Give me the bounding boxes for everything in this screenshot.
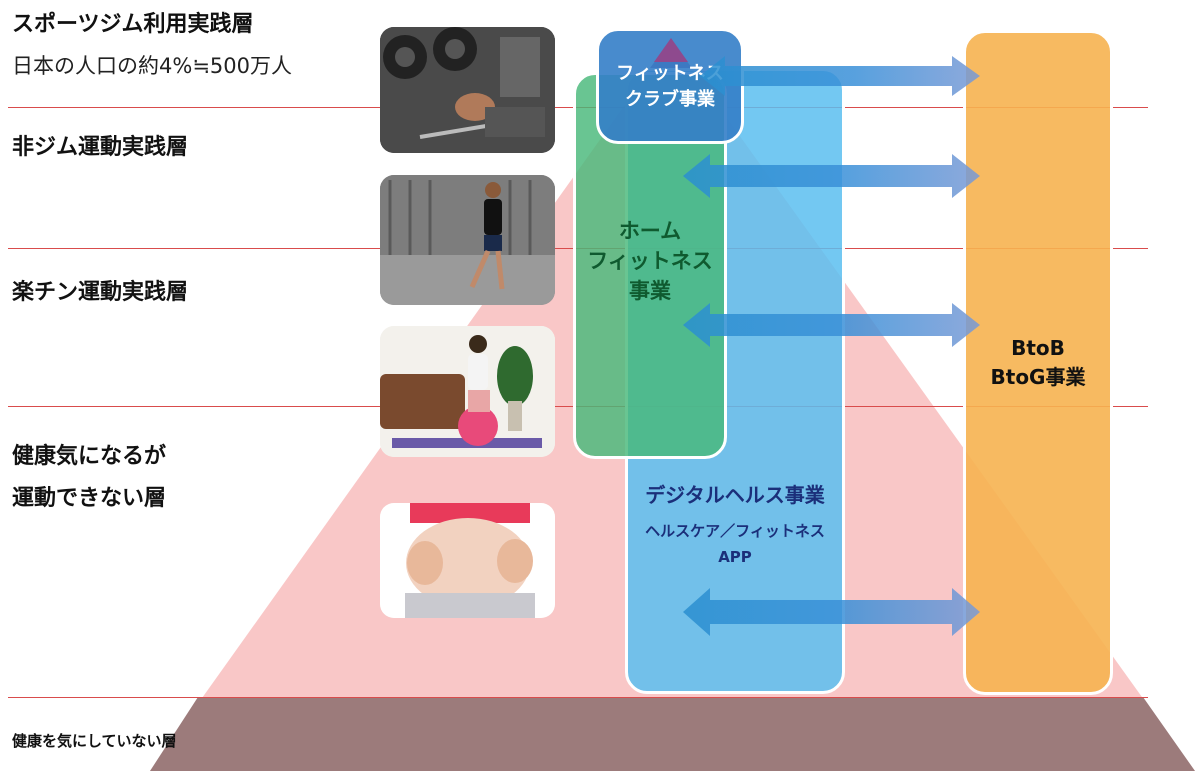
easy-layer-title: 楽チン運動実践層 (12, 280, 189, 305)
fitness-club-apex-marker (654, 38, 688, 62)
health-conscious-line2: 運動できない層 (12, 486, 167, 511)
arrow-fitness-club-btob (700, 56, 980, 96)
gym-layer-title: スポーツジム利用実践層 (12, 12, 254, 37)
digital-health-sub2: APP (718, 548, 752, 566)
arrow-digital-health-btob (683, 588, 980, 636)
arrow-non-gym-btob (683, 154, 980, 198)
digital-health-title: デジタルヘルス事業 (645, 483, 825, 507)
gym-layer-subtitle: 日本の人口の約4%≒500万人 (12, 54, 293, 78)
fitness-club-line1: フィットネス (616, 63, 724, 84)
layer-divider-4 (8, 697, 1148, 698)
pyramid-base-band (150, 697, 1195, 771)
digital-health-sub1: ヘルスケア／フィットネス (645, 522, 825, 540)
home-fitness-line3: 事業 (629, 279, 671, 303)
weightlifting-photo (380, 27, 555, 153)
fitness-club-line2: クラブ事業 (625, 89, 715, 110)
non-gym-layer-title: 非ジム運動実践層 (12, 135, 189, 160)
not-conscious-layer-title: 健康を気にしていない層 (12, 732, 177, 750)
home-fitness-line2: フィットネス (587, 249, 713, 273)
running-photo (380, 175, 555, 305)
btob-btog-box (963, 30, 1113, 695)
arrow-easy-btob (683, 303, 980, 347)
btob-line2: BtoG事業 (990, 365, 1086, 389)
belly-photo (380, 503, 555, 618)
health-conscious-line1: 健康気になるが (12, 444, 167, 469)
btob-line1: BtoB (1011, 336, 1065, 360)
ball-exercise-photo (380, 326, 555, 457)
home-fitness-line1: ホーム (618, 219, 682, 243)
